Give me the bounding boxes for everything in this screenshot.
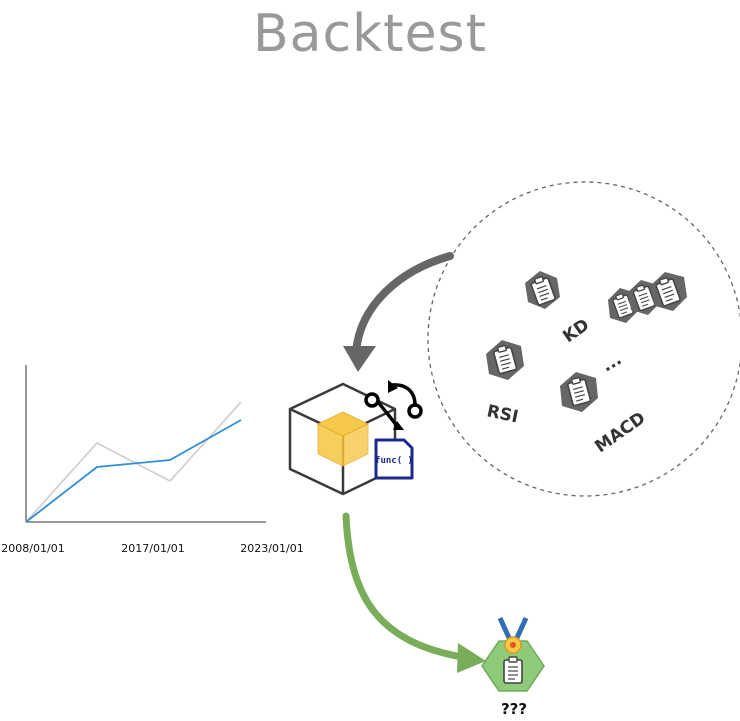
performance-chart: 2008/01/01 2017/01/01 2023/01/01 [1, 365, 304, 555]
strategy-to-result-arrow [342, 512, 486, 673]
reference-series-line [25, 401, 242, 523]
func-label: func( ) [375, 456, 413, 466]
result-award: ??? [481, 616, 545, 718]
function-document-icon: func( ) [374, 438, 414, 480]
clipboard-icon [503, 656, 523, 684]
indicator-label-more: ... [599, 349, 626, 376]
indicator-pool-circle [427, 181, 740, 497]
indicator-label-rsi: RSI [485, 401, 520, 427]
indicator-stack: ... [599, 272, 687, 376]
indicator-kd: KD [525, 271, 593, 347]
indicator-macd: MACD [560, 372, 649, 457]
git-branch-icon [364, 380, 423, 430]
page-title: Backtest [252, 4, 488, 64]
medal-icon [497, 616, 529, 654]
indicator-label-macd: MACD [591, 408, 649, 457]
indicators-to-strategy-arrow [343, 252, 454, 372]
cube-icon [317, 411, 369, 467]
x-tick-label: 2023/01/01 [240, 542, 303, 555]
indicator-rsi: RSI [485, 340, 524, 427]
x-tick-label: 2017/01/01 [121, 542, 184, 555]
strategy-engine: func( ) [288, 380, 423, 496]
main-series-line [25, 419, 242, 523]
result-label: ??? [501, 700, 527, 718]
indicator-label-kd: KD [559, 315, 593, 347]
x-tick-label: 2008/01/01 [1, 542, 64, 555]
